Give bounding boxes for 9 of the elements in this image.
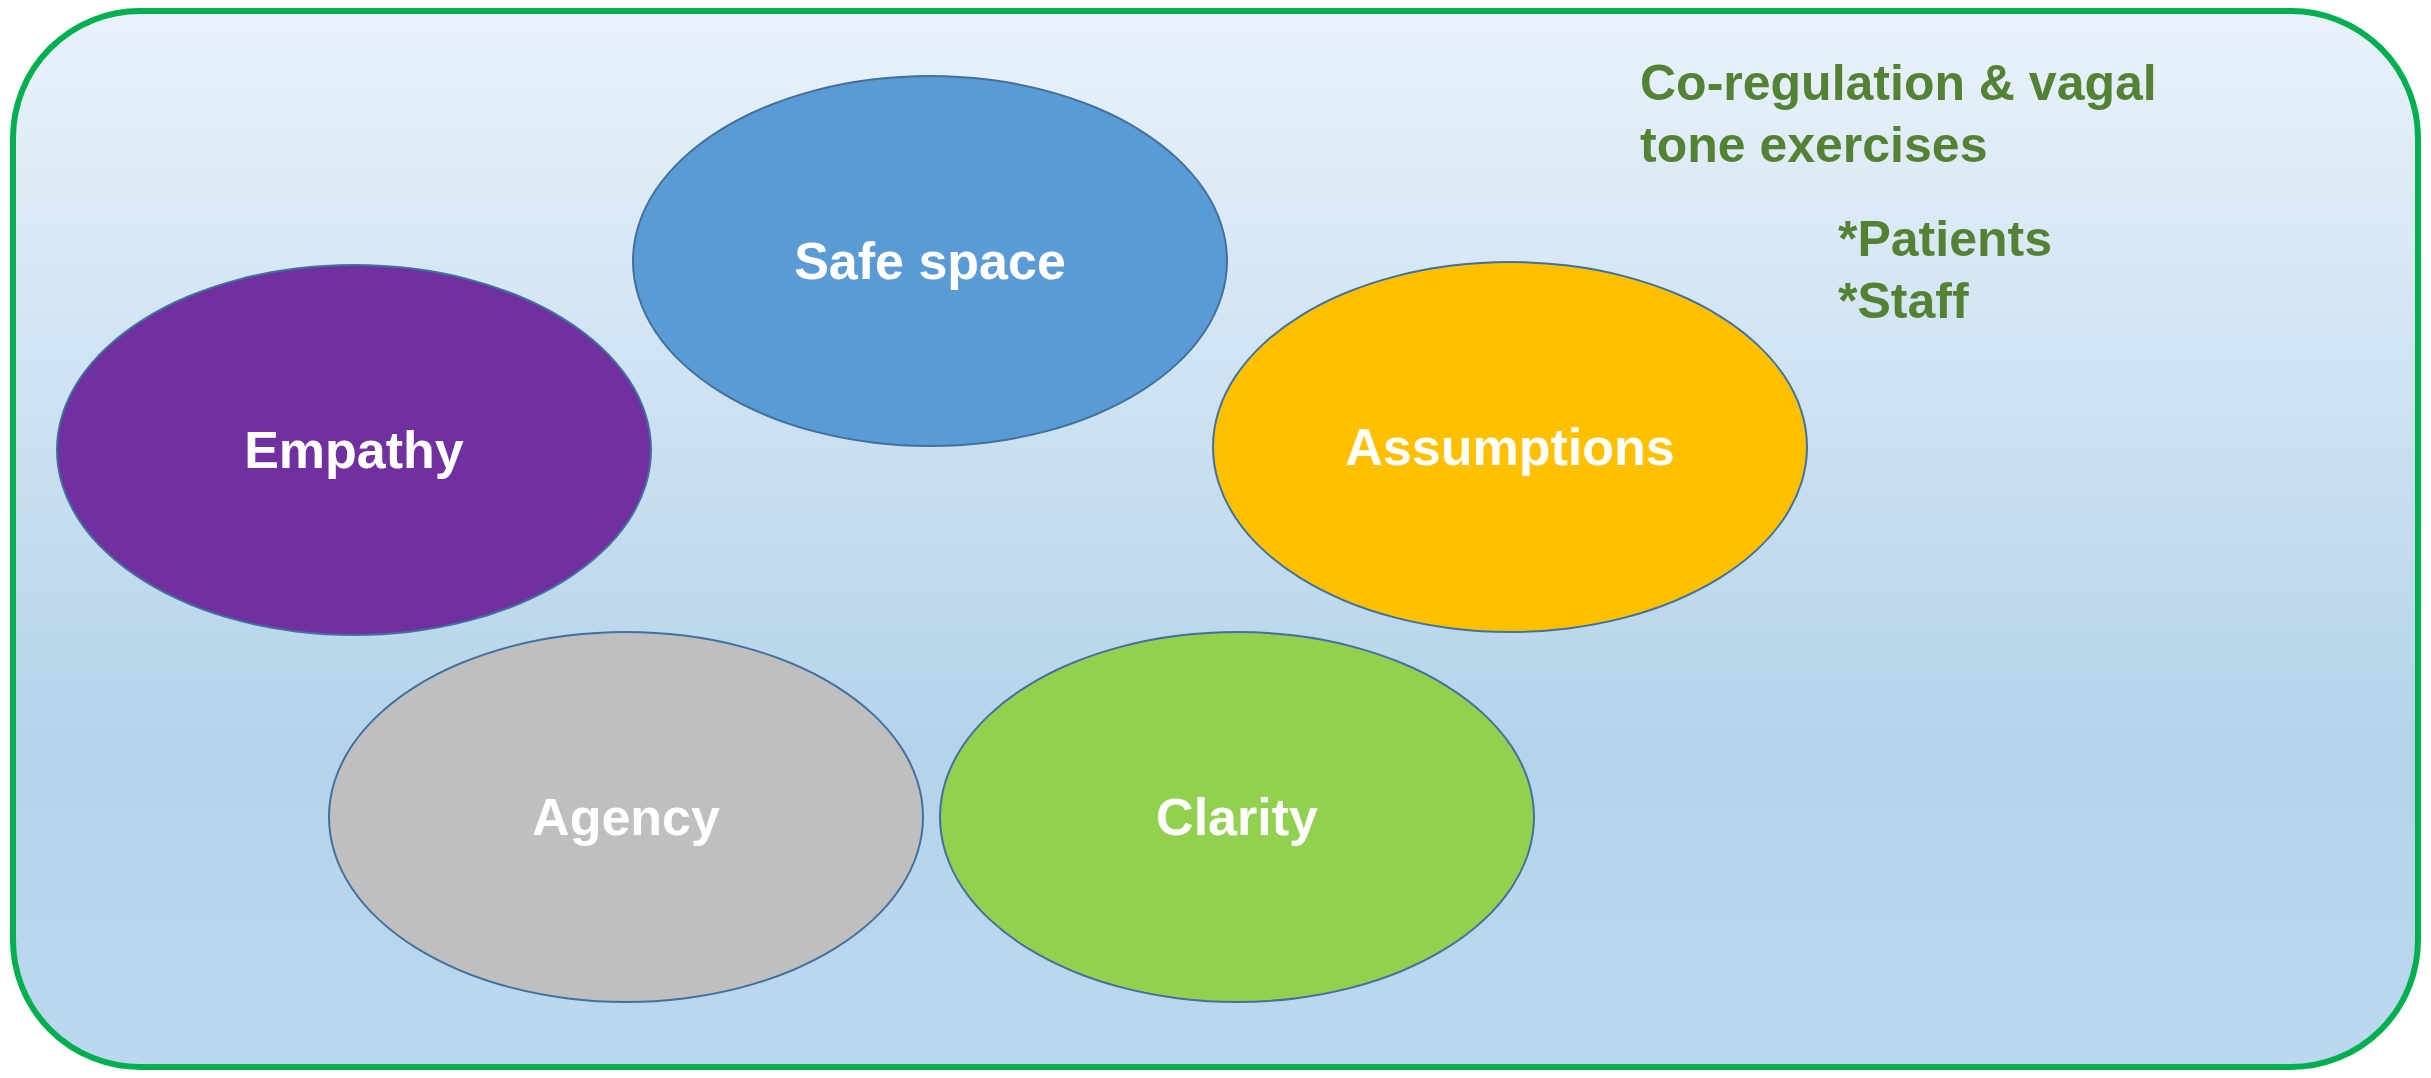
ellipse-node: Empathy — [56, 264, 652, 636]
ellipse-node: Clarity — [939, 631, 1535, 1003]
bullet-item: *Patients — [1838, 210, 2052, 269]
panel-heading: Co-regulation & vagal tone exercises — [1640, 54, 2158, 175]
bullet-item: *Staff — [1838, 272, 1969, 331]
ellipse-node: Agency — [328, 631, 924, 1003]
ellipse-node: Assumptions — [1212, 261, 1808, 633]
ellipse-node: Safe space — [632, 75, 1228, 447]
rounded-panel — [10, 8, 2421, 1070]
